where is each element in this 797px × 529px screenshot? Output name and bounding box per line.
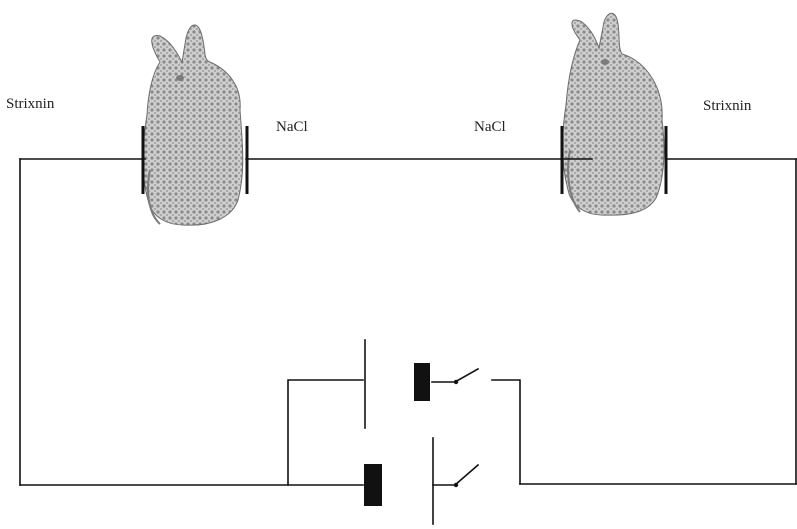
left-rabbit-image [142,24,244,226]
left-strixnin-label: Strixnin [6,96,55,112]
lower-switch-pivot [453,482,459,488]
upper-switch-blade [453,367,480,384]
upper-plate-short [414,363,430,401]
wire-inner-branch [287,379,364,486]
right-nacl-label: NaCl [474,119,506,135]
right-rabbit-image [562,12,665,216]
left-nacl-label: NaCl [276,119,308,135]
upper-switch-pivot [453,379,459,385]
lower-switch-blade [453,463,480,487]
lower-plate-short [364,464,382,506]
wire-right-branch [491,379,521,485]
right-strixnin-label: Strixnin [703,98,752,114]
